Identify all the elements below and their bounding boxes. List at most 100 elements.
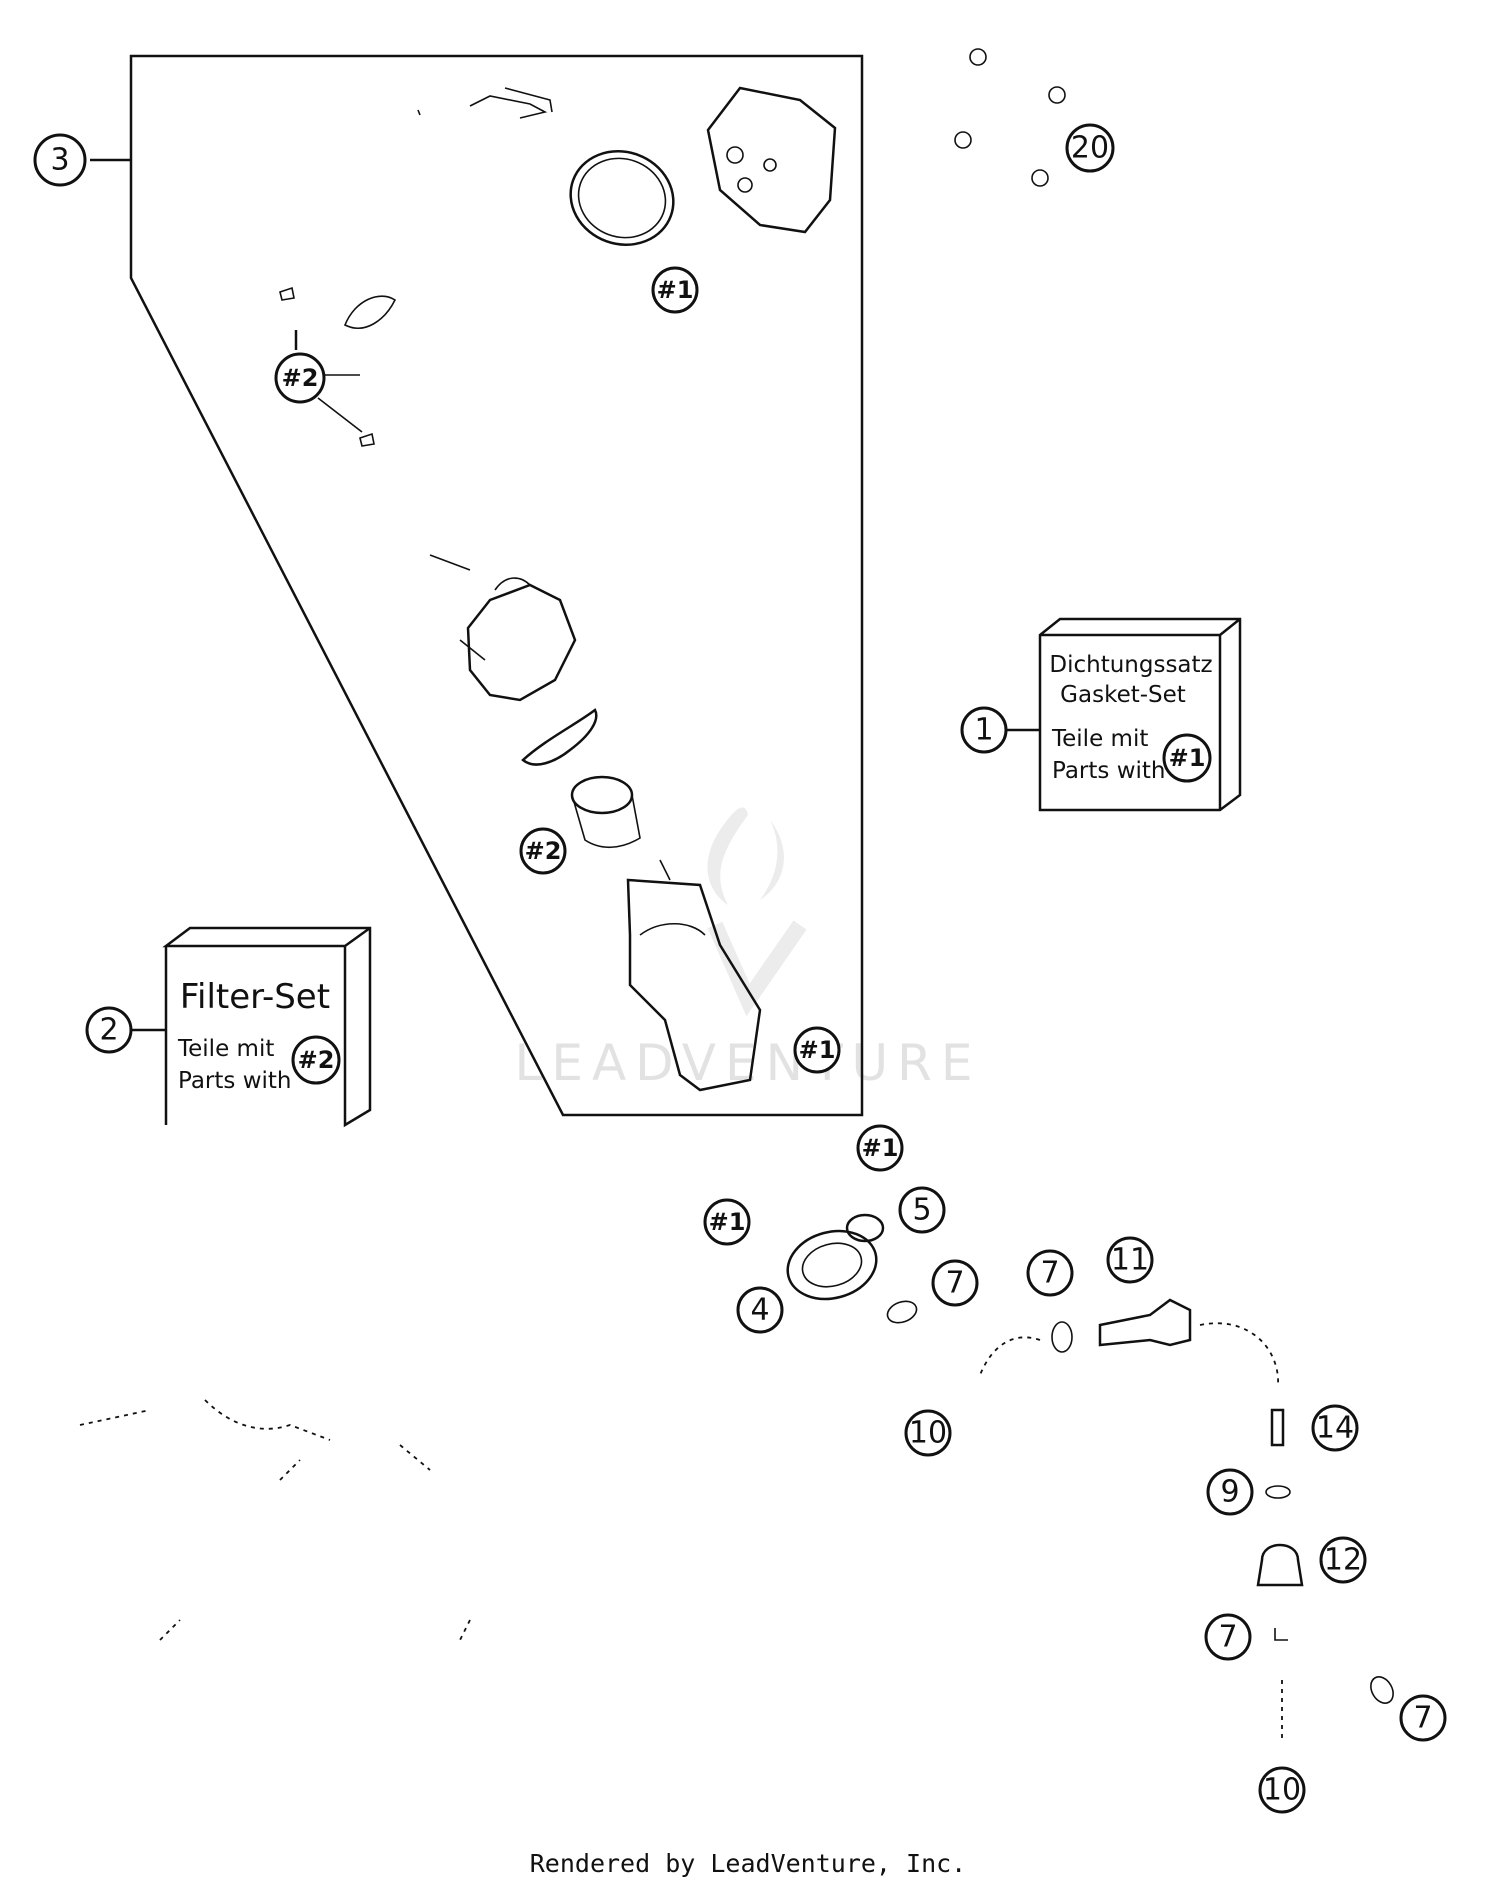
callout-2: 2	[99, 1013, 118, 1048]
callout-7c: 7	[1218, 1620, 1237, 1655]
gasket-set-ref: #1	[1169, 744, 1206, 772]
callout-7a-circle	[931, 1259, 979, 1307]
pump-housing	[626, 878, 762, 1092]
callout-10b-circle	[1258, 1766, 1306, 1814]
ref-2b-circle	[519, 827, 567, 875]
callout-4: 4	[750, 1293, 769, 1328]
gasket-set-line3: Teile mit	[1051, 726, 1148, 752]
nut-d	[1031, 169, 1049, 187]
callout-10b: 10	[1263, 1773, 1301, 1808]
footer-credit: Rendered by LeadVenture, Inc.	[530, 1849, 967, 1878]
nut-b	[1048, 86, 1066, 104]
callout-10a: 10	[909, 1416, 947, 1451]
callout-12-circle	[1319, 1536, 1367, 1584]
pump-motor	[466, 583, 577, 702]
gasket-set-box: Dichtungssatz Gasket-Set Teile mit Parts…	[960, 617, 1242, 812]
callout-4-circle	[736, 1286, 784, 1334]
callout-7c-circle	[1204, 1613, 1252, 1661]
filter-set-ref-circle	[291, 1035, 341, 1085]
fuel-pump-parts	[279, 86, 837, 1092]
ref-1d-circle	[703, 1198, 751, 1246]
ref-1c: #1	[862, 1134, 899, 1162]
callout-20-circle	[1065, 123, 1115, 173]
ref-1b: #1	[799, 1036, 836, 1064]
nut-a	[969, 48, 987, 66]
ref-1a: #1	[657, 276, 694, 304]
o-ring-7b	[1051, 1321, 1073, 1353]
screw-bottom-leader	[317, 397, 363, 433]
callout-7b-circle	[1026, 1249, 1074, 1297]
ref-1a-circle	[651, 266, 699, 314]
callout-14: 14	[1316, 1411, 1354, 1446]
ref-1b-circle	[793, 1026, 841, 1074]
seal-ring	[569, 150, 675, 246]
ref-markers: #1 #2 #2 #1 #1 #1	[274, 266, 904, 1246]
callout-1: 1	[974, 713, 993, 748]
callout-7b: 7	[1040, 1256, 1059, 1291]
nuts-group: 20	[954, 48, 1115, 187]
callout-11: 11	[1111, 1243, 1149, 1278]
o-ring-7a	[886, 1300, 918, 1324]
filter-cap	[343, 295, 397, 329]
ref-2a: #2	[282, 364, 319, 392]
screw-top	[279, 286, 295, 301]
ref-2a-circle	[274, 352, 326, 404]
assembly-3-outline	[129, 54, 864, 1117]
retaining-bracket	[417, 87, 553, 119]
spring-clip	[521, 708, 598, 766]
callout-12: 12	[1324, 1543, 1362, 1578]
callout-7d: 7	[1413, 1701, 1432, 1736]
filter-set-box: Filter-Set Teile mit Parts with #2 2	[85, 926, 372, 1128]
callout-7a: 7	[945, 1266, 964, 1301]
callout-20: 20	[1071, 131, 1109, 166]
lower-parts	[79, 1213, 1394, 1740]
ref-1d: #1	[709, 1208, 746, 1236]
faint-parts-left	[79, 1399, 471, 1641]
valve-12	[1256, 1543, 1304, 1587]
gasket-set-ref-circle	[1162, 733, 1212, 783]
filter-set-title: Filter-Set	[180, 977, 330, 1017]
callout-14-circle	[1311, 1404, 1359, 1452]
callout-5-circle	[898, 1186, 946, 1234]
gasket-set-box-outline	[1038, 617, 1242, 812]
flange-connector-a	[726, 146, 744, 164]
callout-7d-circle	[1399, 1694, 1447, 1742]
sealing-ring-4	[786, 1229, 878, 1301]
filter-set-ref: #2	[298, 1046, 335, 1074]
callout-5: 5	[912, 1193, 931, 1228]
pump-motor-top	[429, 554, 531, 661]
lower-callouts: 4 5 7 7 11 10 14 9 12 7 7 10	[736, 1186, 1447, 1814]
filter-element-top	[570, 775, 634, 815]
clip-7c	[1274, 1628, 1288, 1641]
watermark-flame-icon	[707, 807, 784, 905]
flange-connector-b	[737, 177, 753, 193]
callout-3: 3	[50, 143, 69, 178]
callout-3-group: 3	[33, 133, 87, 187]
pump-flange	[706, 86, 837, 234]
o-ring-9	[1265, 1485, 1291, 1499]
ref-1c-circle	[856, 1124, 904, 1172]
callout-9-circle	[1206, 1468, 1254, 1516]
seal-ring-inner	[577, 157, 667, 239]
sealing-ring-4-inner	[801, 1242, 863, 1288]
nozzle-5	[845, 1213, 885, 1243]
callout-2-circle	[85, 1006, 133, 1054]
watermark-text: LEADVENTURE	[515, 1034, 982, 1092]
callout-1-circle	[960, 706, 1008, 754]
callout-11-circle	[1106, 1236, 1154, 1284]
gasket-set-line2: Gasket-Set	[1060, 682, 1186, 708]
watermark: LEADVENTURE	[515, 807, 982, 1092]
filter-set-box-outline	[162, 926, 372, 1128]
filter-set-line3: Teile mit	[177, 1036, 274, 1062]
ref-2b: #2	[525, 837, 562, 865]
callout-3-circle	[33, 133, 87, 187]
watermark-v-icon	[707, 920, 807, 1017]
gasket-set-line1: Dichtungssatz	[1049, 652, 1212, 678]
hose-10a	[979, 1336, 1041, 1376]
gasket-set-line4: Parts with	[1052, 758, 1166, 784]
pin-14	[1270, 1408, 1285, 1447]
flange-connector-c	[763, 158, 777, 172]
screw-bottom	[359, 432, 375, 447]
nut-c	[954, 131, 972, 149]
